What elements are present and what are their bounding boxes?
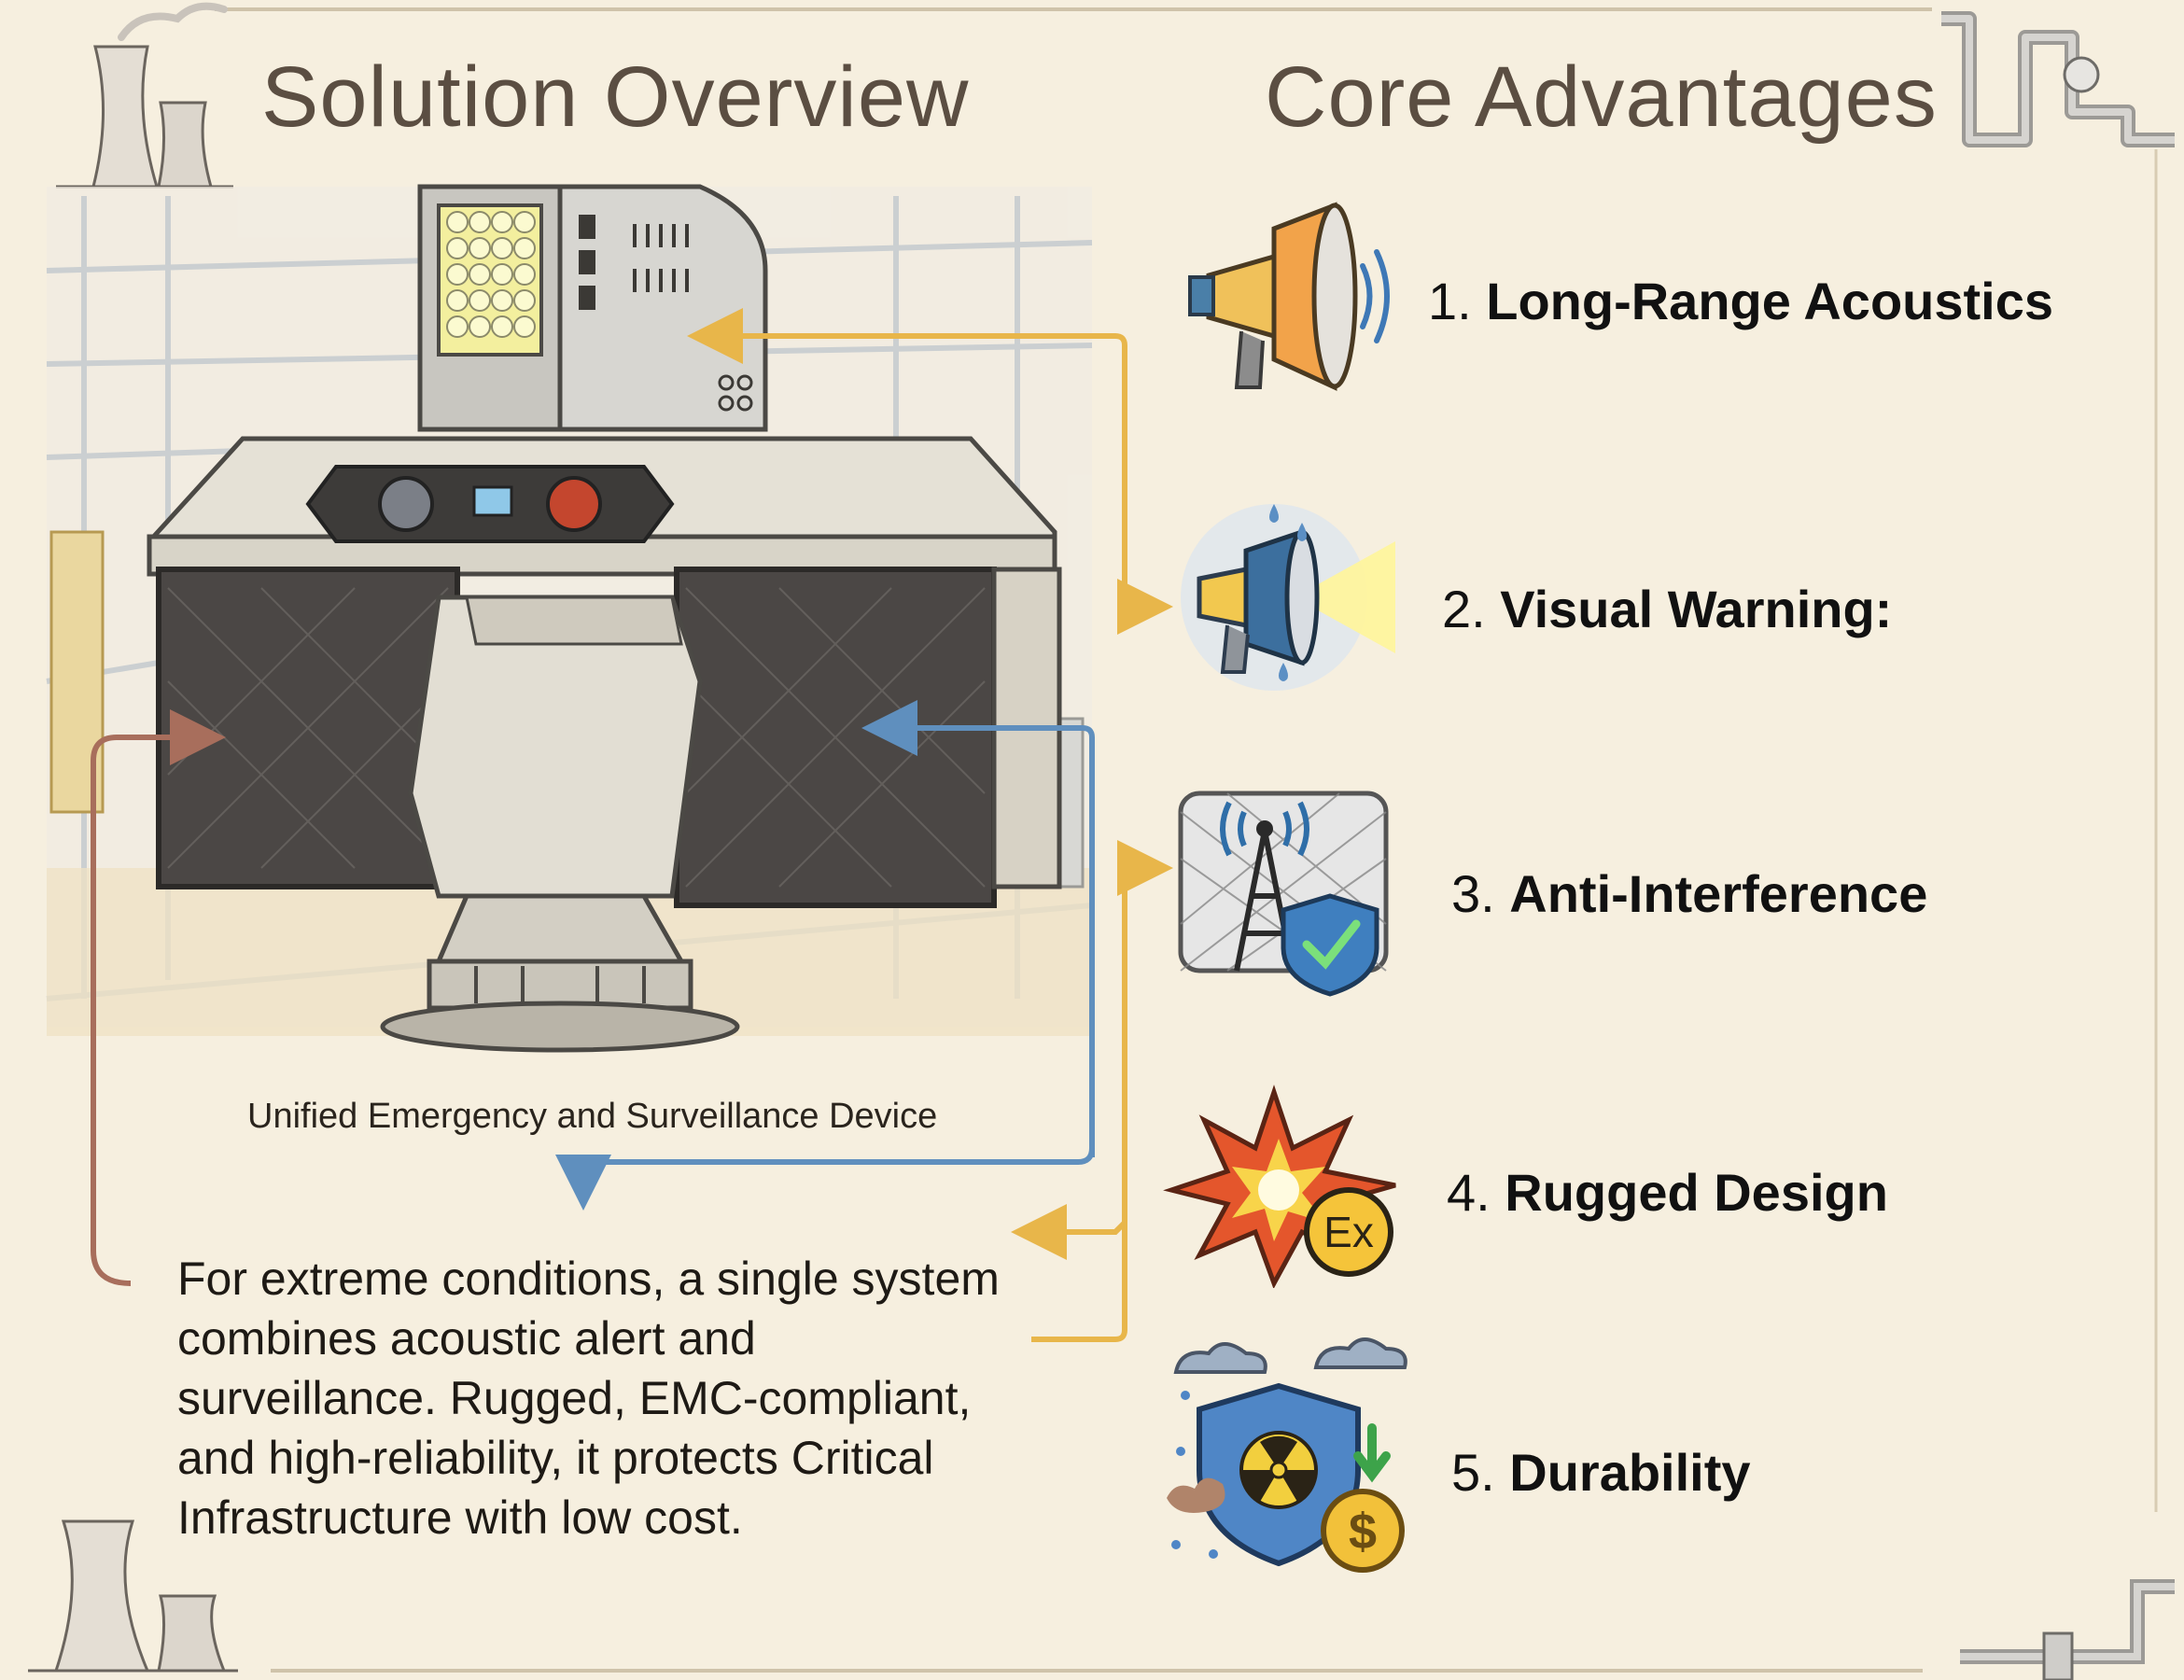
advantage-number: 4.: [1447, 1163, 1491, 1222]
arrow-blue-down: [555, 1147, 1095, 1211]
advantage-item-3: 3. Anti-Interference: [1451, 863, 1927, 924]
antenna-shield-icon: [1178, 791, 1389, 997]
solution-overview-heading: Solution Overview: [261, 49, 970, 145]
radiation-shield-coin-icon: $: [1167, 1337, 1407, 1573]
advantage-number: 3.: [1451, 864, 1495, 923]
advantage-label: Durability: [1509, 1443, 1751, 1502]
advantage-number: 2.: [1442, 580, 1486, 638]
megaphone-sound-icon: [1188, 202, 1390, 391]
advantage-label: Anti-Interference: [1509, 864, 1928, 923]
advantage-label: Rugged Design: [1505, 1163, 1888, 1222]
device-base: [380, 893, 740, 1053]
arrow-blue: [861, 700, 1095, 1157]
advantage-label: Long-Range Acoustics: [1486, 272, 2054, 330]
device-caption: Unified Emergency and Surveillance Devic…: [247, 1097, 938, 1136]
ex-badge-text: Ex: [1323, 1208, 1374, 1256]
pipes-top-icon: [1941, 11, 2175, 147]
arrow-brown: [91, 709, 226, 1286]
advantage-item-1: 1. Long-Range Acoustics: [1428, 271, 2053, 331]
advantage-number: 1.: [1428, 272, 1472, 330]
solution-description: For extreme conditions, a single system …: [177, 1253, 1000, 1544]
main-housing: [147, 436, 1062, 908]
advantage-label: Visual Warning:: [1500, 580, 1893, 638]
arrow-yellow-light: [1117, 345, 1173, 635]
arrow-yellow-anti: [1031, 840, 1173, 1342]
advantage-number: 5.: [1451, 1443, 1495, 1502]
coin-symbol-text: $: [1349, 1504, 1377, 1560]
advantage-item-4: 4. Rugged Design: [1447, 1162, 1888, 1223]
light-unit: [417, 184, 768, 432]
arrow-yellow-top: [687, 308, 1127, 364]
explosion-ex-icon: Ex: [1163, 1085, 1396, 1288]
advantage-item-2: 2. Visual Warning:: [1442, 579, 1892, 639]
advantage-item-5: 5. Durability: [1451, 1442, 1751, 1503]
megaphone-light-icon: [1181, 504, 1395, 691]
device-illustration: [46, 184, 1093, 1053]
cooling-tower-bottom-icon: [28, 1519, 238, 1673]
arrow-yellow-rugged: [1011, 1204, 1127, 1260]
core-advantages-heading: Core Advantages: [1265, 49, 1938, 145]
pipes-bottom-icon: [1960, 1579, 2175, 1680]
